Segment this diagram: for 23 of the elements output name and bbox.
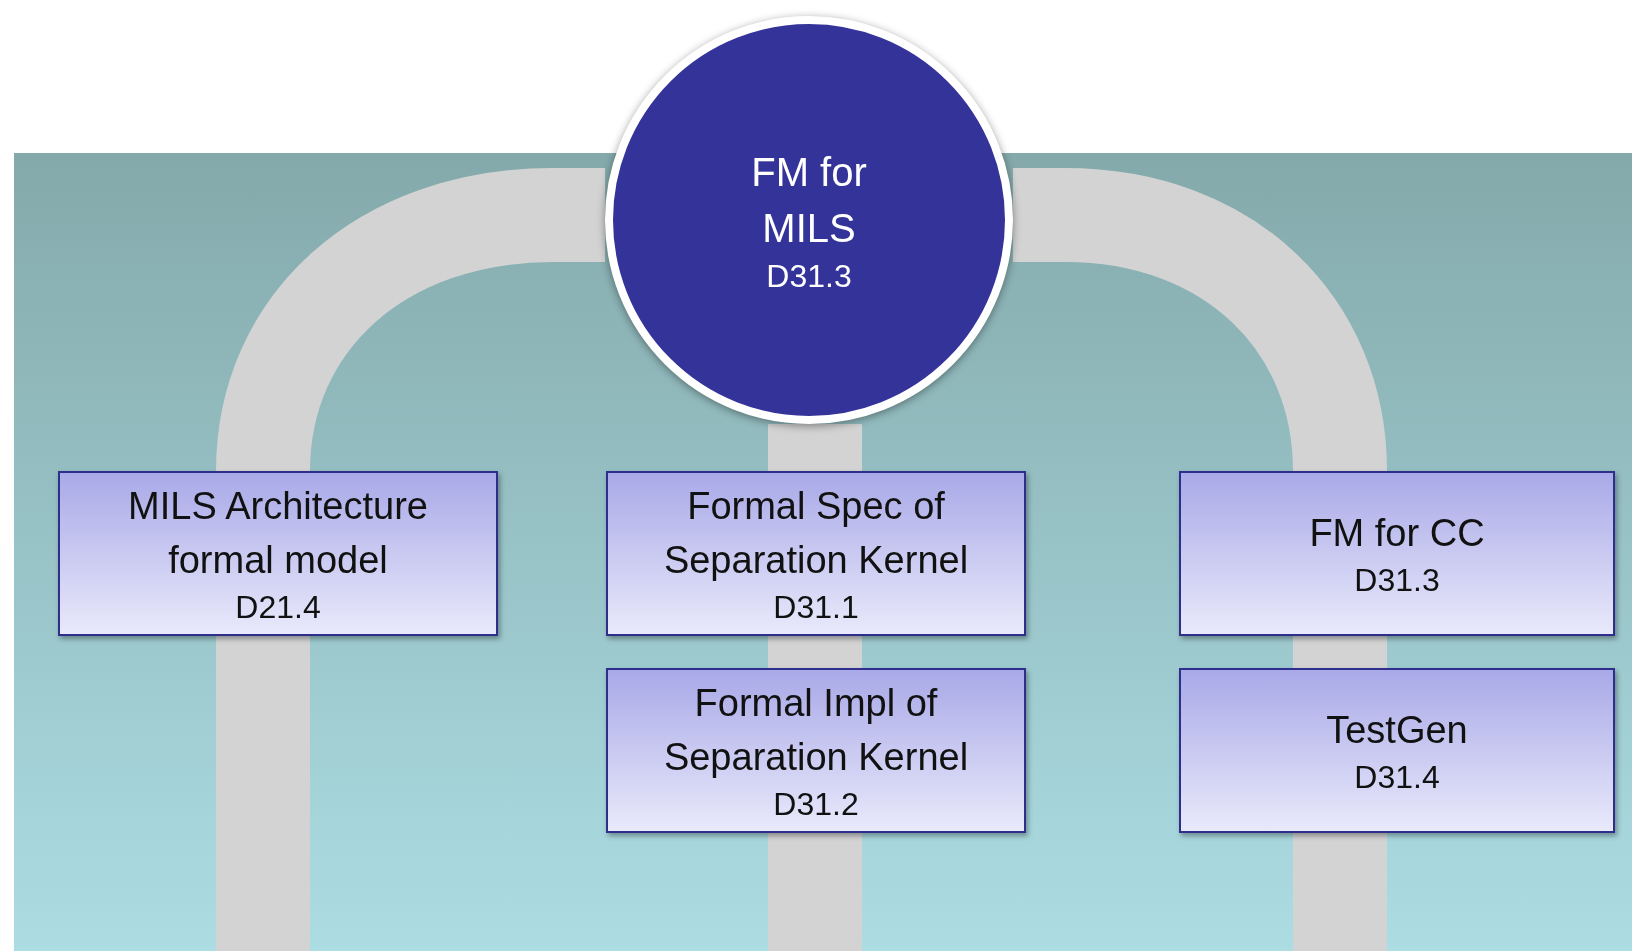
node-title: FM for CC	[1309, 510, 1485, 556]
deliverable-box	[606, 471, 1026, 636]
deliverable-id: D31.1	[773, 587, 859, 627]
deliverable-box	[1179, 668, 1615, 833]
deliverable-id: D31.3	[1354, 561, 1440, 601]
node-title: FM for MILS	[750, 149, 868, 252]
connector-band	[216, 636, 310, 951]
deliverable-id: D31.3	[766, 257, 852, 296]
connector-band	[768, 636, 862, 668]
node-title: TestGen	[1326, 707, 1468, 753]
deliverable-id: D21.4	[235, 587, 321, 627]
node-title: MILS Architecture formal model	[127, 484, 429, 583]
deliverable-id: D31.4	[1354, 758, 1440, 798]
deliverable-id: D31.2	[773, 784, 859, 824]
node-title: Formal Impl of Separation Kernel	[662, 681, 970, 780]
connector-band	[1293, 636, 1387, 668]
deliverable-box	[606, 668, 1026, 833]
connector-band	[768, 423, 862, 471]
connector-band	[768, 833, 862, 951]
connector-band	[1293, 833, 1387, 951]
node-title: Formal Spec of Separation Kernel	[662, 484, 970, 583]
deliverable-box	[58, 471, 498, 636]
deliverable-box	[1179, 471, 1615, 636]
